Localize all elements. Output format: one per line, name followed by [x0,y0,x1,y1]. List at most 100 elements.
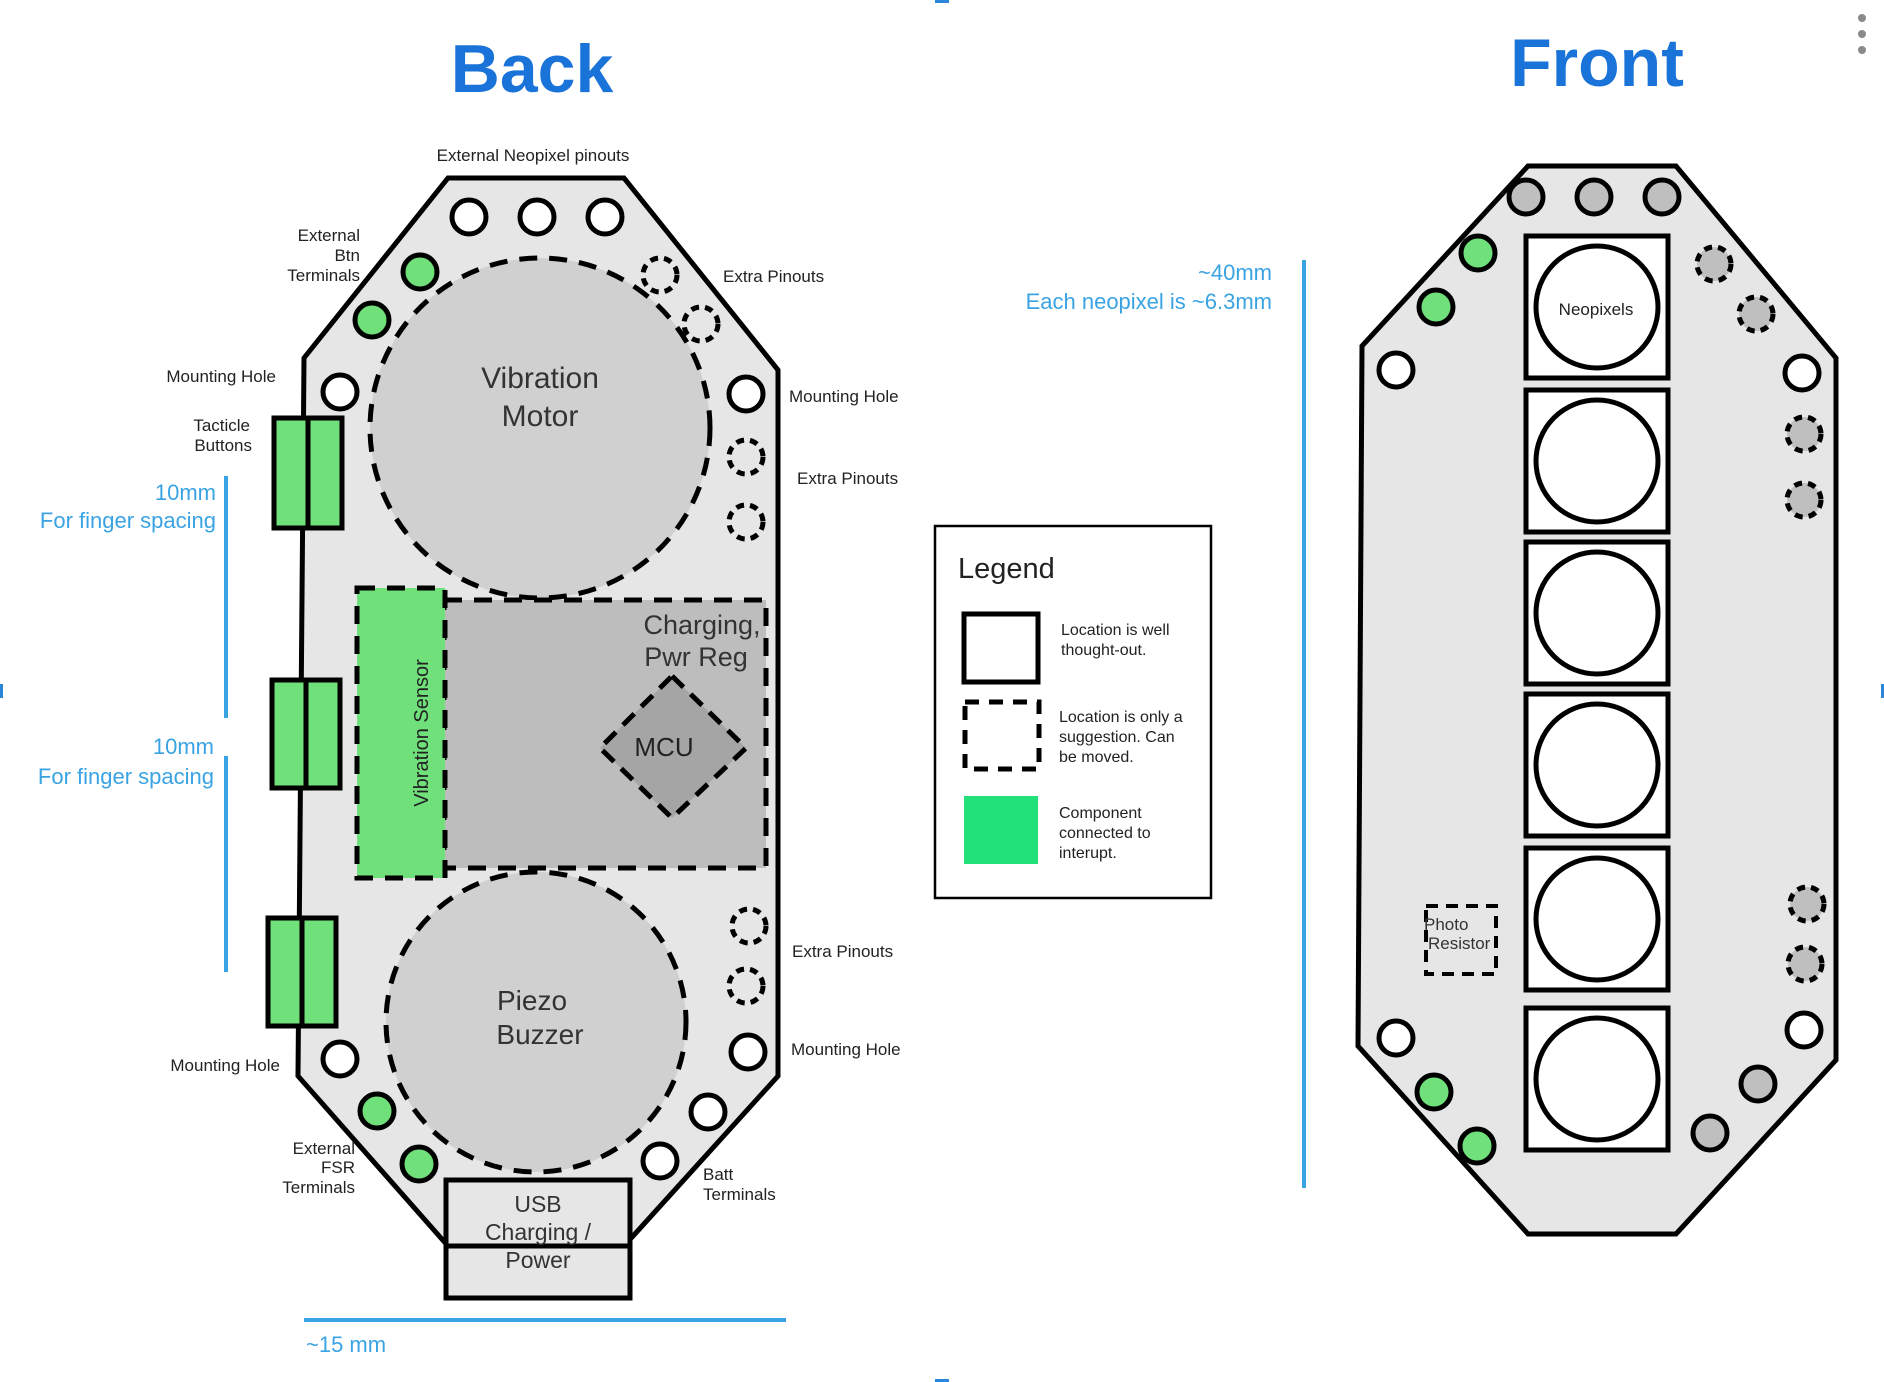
front-extra-pinout-hole [1694,244,1734,284]
neopixel-pinout-hole [517,197,557,237]
neopixel-6 [1533,1015,1661,1143]
front-extra-pinout-hole [1785,944,1825,984]
front-mounting-hole [1784,1010,1824,1050]
batt-terminals-label-line1: Batt [703,1165,734,1184]
legend-dashed-swatch [962,699,1042,772]
fsr-terminal-hole [399,1144,439,1184]
front-mounting-hole [1376,350,1416,390]
usb-label-line3: Power [505,1247,571,1273]
front-extra-pinout-hole [1784,480,1824,520]
front-fsr-terminal-hole [1457,1126,1497,1166]
usb-label-line1: USB [514,1191,561,1217]
front-neopixel-pinout-hole [1574,177,1614,217]
vibration-motor-label-line1: Vibration [481,362,599,395]
extra-pinouts-right-label: Extra Pinouts [797,469,898,488]
front-batt-terminal-hole [1738,1064,1778,1104]
vibration-sensor [354,585,448,881]
extra-pinouts-top-label: Extra Pinouts [723,267,824,286]
front-btn-terminal-hole [1416,287,1456,327]
legend-solid-text-line2: thought-out. [1061,642,1146,659]
extra-pinout-hole [729,906,769,946]
finger-spacing-2-text: For finger spacing [38,764,214,789]
extra-pinout-hole [681,304,721,344]
usb-charging-power [443,1177,633,1301]
mcu-label: MCU [634,732,693,762]
front-extra-pinout-hole [1787,884,1827,924]
charging-label-line1: Charging, [643,610,760,640]
front-fsr-terminal-hole [1414,1072,1454,1112]
mounting-hole-bottom-right-label: Mounting Hole [791,1040,901,1059]
top-edge-marker [935,0,949,3]
left-edge-marker [0,684,3,698]
right-edge-marker [1881,684,1884,698]
batt-terminals-label-line2: Terminals [703,1185,776,1204]
extra-pinouts-lower-label: Extra Pinouts [792,942,893,961]
usb-label-line2: Charging / [485,1219,592,1245]
front-extra-pinout-hole [1784,414,1824,454]
mounting-hole-top-left-label: Mounting Hole [166,367,276,386]
neopixel-pinout-hole [585,197,625,237]
finger-spacing-1-text: For finger spacing [40,508,216,533]
front-batt-terminal-hole [1690,1113,1730,1153]
neopixel-4 [1533,701,1661,829]
photo-resistor-label-line2: Resistor [1428,934,1491,953]
front-neopixel-pinout-hole [1506,177,1546,217]
extra-pinout-hole [726,502,766,542]
photo-resistor-label-line1: Photo [1424,915,1468,934]
btn-terminal-hole [400,252,440,292]
vibration-motor-label-line2: Motor [502,400,579,433]
piezo-buzzer [383,869,689,1175]
piezo-label-line1: Piezo [497,985,567,1016]
neopixels-label: Neopixels [1559,300,1634,319]
external-neopixel-pinouts-label: External Neopixel pinouts [437,146,630,165]
mounting-hole [726,374,766,414]
external-btn-terminals-label-line1: External [298,226,360,245]
photo-resistor [1424,904,1498,976]
fsr-terminal-hole [357,1091,397,1131]
front-extra-pinout-hole [1736,294,1776,334]
legend-dashed-text-line1: Location is only a [1059,709,1183,726]
legend-solid-text-line1: Location is well [1061,622,1170,639]
front-title: Front [1510,25,1684,101]
neopixel-5 [1533,855,1661,983]
charging-label-line2: Pwr Reg [644,642,748,672]
finger-spacing-2-value: 10mm [153,734,214,759]
vibration-sensor-label: Vibration Sensor [411,659,433,807]
batt-terminal-hole [640,1141,680,1181]
legend-title: Legend [958,553,1055,585]
finger-spacing-1-value: 10mm [155,480,216,505]
legend-green-text-line1: Component [1059,805,1142,822]
mounting-hole [320,372,360,412]
legend-dashed-text-line2: suggestion. Can [1059,729,1175,746]
front-mounting-hole [1782,353,1822,393]
external-fsr-terminals-label-line1: External [293,1139,355,1158]
neopixel-1 [1533,243,1661,371]
extra-pinout-hole [640,255,680,295]
external-fsr-terminals-label-line3: Terminals [282,1178,355,1197]
bottom-edge-marker [935,1379,949,1382]
front-mounting-hole [1376,1018,1416,1058]
back-title: Back [451,31,614,107]
front-size-label: ~40mm [1198,260,1272,285]
legend-green-text-line2: connected to [1059,825,1151,842]
mcu-chip [596,672,750,822]
mounting-hole [320,1039,360,1079]
neopixel-2 [1533,397,1661,525]
vibration-motor [367,255,713,601]
front-neopixel-size-label: Each neopixel is ~6.3mm [1026,289,1272,314]
width-measure-label: ~15 mm [306,1332,386,1357]
extra-pinout-hole [726,966,766,1006]
mounting-hole-bottom-left-label: Mounting Hole [170,1056,280,1075]
mounting-hole-top-right-label: Mounting Hole [789,387,899,406]
piezo-label-line2: Buzzer [496,1019,583,1050]
front-neopixel-pinout-hole [1642,177,1682,217]
more-options-icon[interactable] [1856,14,1868,62]
legend-green-swatch [964,796,1038,864]
legend-solid-swatch [961,611,1041,685]
batt-terminal-hole [688,1092,728,1132]
btn-terminal-hole [352,300,392,340]
external-btn-terminals-label-line2: Btn [334,246,360,265]
external-btn-terminals-label-line3: Terminals [287,266,360,285]
legend-green-text-line3: interupt. [1059,845,1117,862]
